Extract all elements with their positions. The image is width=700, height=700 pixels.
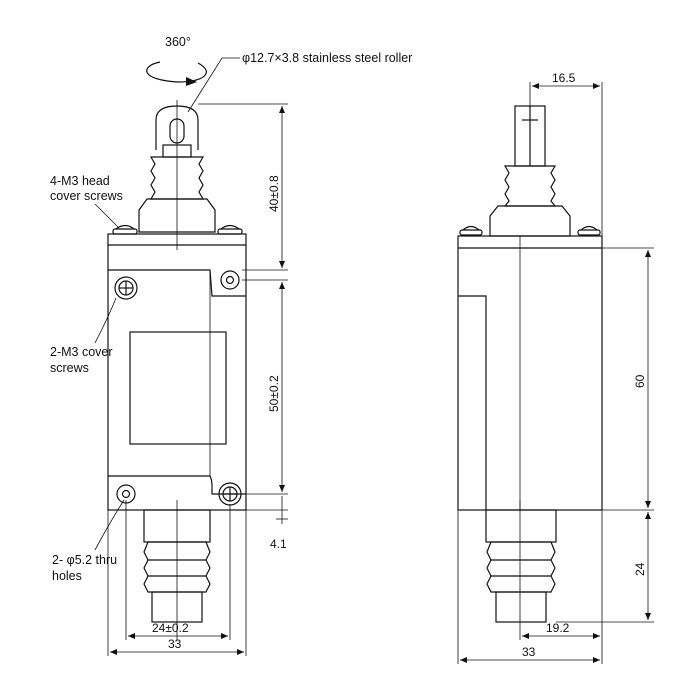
dim-width-side: 33	[522, 645, 536, 659]
cover-screws-label-line1: 2-M3 cover	[50, 345, 113, 359]
side-view: 16.5 60 24 19.2 33	[457, 71, 654, 664]
thru-holes-label-line2: holes	[52, 569, 82, 583]
rotation-arrow-icon	[146, 61, 207, 86]
roller	[155, 100, 199, 250]
side-conduit	[485, 509, 557, 623]
front-body	[107, 233, 247, 511]
head-screws	[112, 224, 243, 235]
side-plunger	[514, 105, 546, 167]
dim-hole-spacing-h: 24±0.2	[152, 621, 189, 635]
dim-offset: 4.1	[270, 537, 287, 551]
dim-hole-spacing-v: 50±0.2	[267, 375, 281, 412]
head-screws-label-line2: cover screws	[50, 189, 123, 203]
thru-hole-top-icon	[220, 270, 240, 290]
dim-body-height: 60	[633, 374, 647, 388]
dim-conduit-height: 24	[633, 562, 647, 576]
label-window	[129, 331, 227, 445]
roller-leader	[187, 57, 240, 113]
thru-holes-label-line1: 2- φ5.2 thru	[52, 553, 117, 567]
dim-conduit-offset: 19.2	[546, 621, 570, 635]
dim-head-height: 40±0.8	[267, 175, 281, 212]
cover-screw-top-icon	[114, 276, 138, 300]
cover-screws-label-line2: screws	[50, 361, 89, 375]
head-bellows	[138, 156, 216, 233]
rotation-label: 360°	[165, 35, 191, 49]
roller-label: φ12.7×3.8 stainless steel roller	[242, 51, 412, 65]
head-screws-label-line1: 4-M3 head	[50, 174, 110, 188]
dim-plunger-offset: 16.5	[552, 71, 576, 85]
front-view: 360° φ12.7×3.8 stainless steel roller 4-…	[50, 35, 412, 656]
side-body	[457, 235, 603, 511]
dim-width-front: 33	[168, 637, 182, 651]
